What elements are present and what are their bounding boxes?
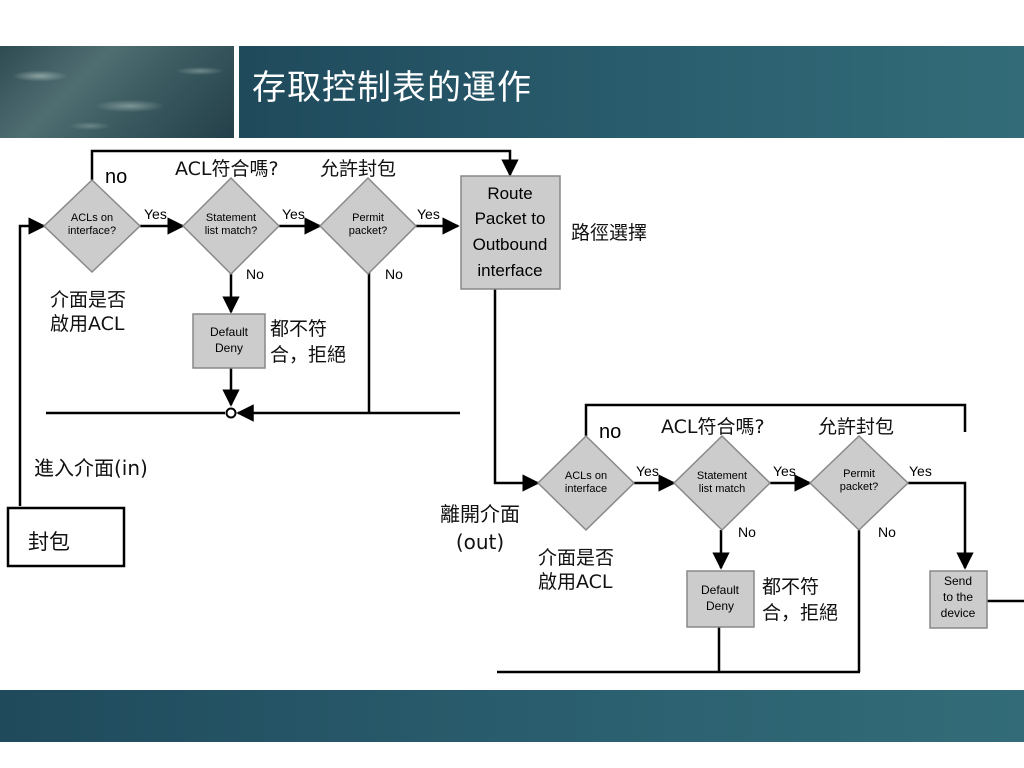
yes-label-1-out: Yes	[636, 463, 659, 479]
default-deny-box-in	[192, 313, 266, 369]
packet-box	[6, 506, 126, 568]
q-permit-line2-out: packet?	[840, 481, 879, 493]
yes-label-1-in: Yes	[144, 206, 167, 222]
no-label-top-out: no	[599, 421, 621, 443]
q-permit-line1-in: Permit	[352, 212, 384, 224]
route-line4: interface	[477, 261, 542, 280]
leave-if-line2: (out)	[455, 530, 505, 554]
reject-line2-in: 合，拒絕	[270, 344, 347, 366]
route-line3: Outbound	[473, 235, 548, 254]
acls-on-interface-diamond-out	[536, 434, 636, 532]
route-packet-box	[460, 175, 561, 290]
junction-dot	[225, 407, 237, 419]
enable-acl-label-out: 介面是否 啟用ACL	[538, 546, 614, 594]
default-deny-box-out	[686, 570, 755, 628]
allow-packet-label-out: 允許封包	[818, 416, 895, 438]
yes-label-3-in: Yes	[417, 206, 440, 222]
reject-label-out: 都不符 合，拒絕	[762, 574, 838, 626]
q-permit-line1-out: Permit	[843, 468, 875, 480]
enable-acl-line1-in: 介面是否	[50, 289, 127, 311]
allow-packet-label-in: 允許封包	[320, 158, 397, 180]
send-line2: to the	[943, 590, 973, 604]
permit-packet-diamond-out	[808, 434, 910, 532]
q-acls-line2-out: interface	[565, 483, 607, 495]
yes-label-2-in: Yes	[282, 206, 305, 222]
enable-acl-line2-out: 啟用ACL	[538, 571, 613, 593]
enable-acl-line2-in: 啟用ACL	[50, 313, 125, 335]
send-device-box	[929, 570, 988, 629]
route-line1: Route	[487, 184, 532, 203]
yes-label-3-out: Yes	[909, 463, 932, 479]
q-acls-line1-in: ACLs on	[71, 212, 113, 224]
acls-on-interface-diamond-in	[42, 178, 142, 274]
default-deny-line2-out: Deny	[706, 599, 734, 613]
q-statement-line2-out: list match	[699, 483, 745, 495]
send-line3: device	[941, 606, 976, 620]
arrow-route-to-outbound	[493, 289, 540, 492]
statement-match-diamond-out	[672, 434, 772, 532]
arrow-yes-3-out	[908, 481, 974, 570]
q-statement-line1-out: Statement	[697, 470, 747, 482]
yes-label-2-out: Yes	[773, 463, 796, 479]
header-image	[0, 46, 234, 138]
q-statement-line2-in: list match?	[205, 225, 258, 237]
q-statement-line1-in: Statement	[206, 212, 256, 224]
line-no-bypass-out	[584, 403, 967, 436]
path-select-label: 路徑選擇	[571, 222, 648, 244]
leave-interface-label: 離開介面 (out)	[440, 500, 520, 556]
no-label-permit-in: No	[385, 266, 403, 282]
statement-match-diamond-in	[181, 176, 281, 276]
no-label-statement-out: No	[738, 524, 756, 540]
acl-match-label-in: ACL符合嗎?	[175, 158, 279, 180]
q-permit-line2-in: packet?	[349, 225, 388, 237]
arrow-packet-to-acls	[18, 217, 46, 506]
page-title: 存取控制表的運作	[252, 68, 532, 108]
q-acls-line1-out: ACLs on	[565, 470, 607, 482]
default-deny-line1-out: Default	[701, 583, 740, 597]
permit-packet-diamond-in	[318, 176, 418, 276]
leave-if-line1: 離開介面	[440, 502, 520, 526]
no-label-top-in: no	[105, 166, 127, 188]
packet-label: 封包	[28, 530, 70, 554]
reject-line1-in: 都不符	[270, 318, 328, 340]
no-label-permit-out: No	[878, 524, 896, 540]
reject-line1-out: 都不符	[762, 576, 820, 598]
q-acls-line2-in: interface?	[68, 225, 116, 237]
enable-acl-label-in: 介面是否 啟用ACL	[50, 288, 126, 336]
footer-bar	[0, 690, 1024, 742]
enter-interface-label: 進入介面(in)	[34, 456, 148, 480]
reject-label-in: 都不符 合，拒絕	[270, 316, 346, 368]
default-deny-line2-in: Deny	[215, 341, 243, 355]
header-bar	[239, 46, 1024, 138]
no-label-statement-in: No	[246, 266, 264, 282]
acl-match-label-out: ACL符合嗎?	[661, 416, 765, 438]
enable-acl-line1-out: 介面是否	[538, 547, 615, 569]
default-deny-line1-in: Default	[210, 325, 249, 339]
send-line1: Send	[944, 574, 972, 588]
arrow-no-bypass-in	[90, 149, 519, 180]
route-line2: Packet to	[475, 209, 546, 228]
reject-line2-out: 合，拒絕	[762, 602, 839, 624]
